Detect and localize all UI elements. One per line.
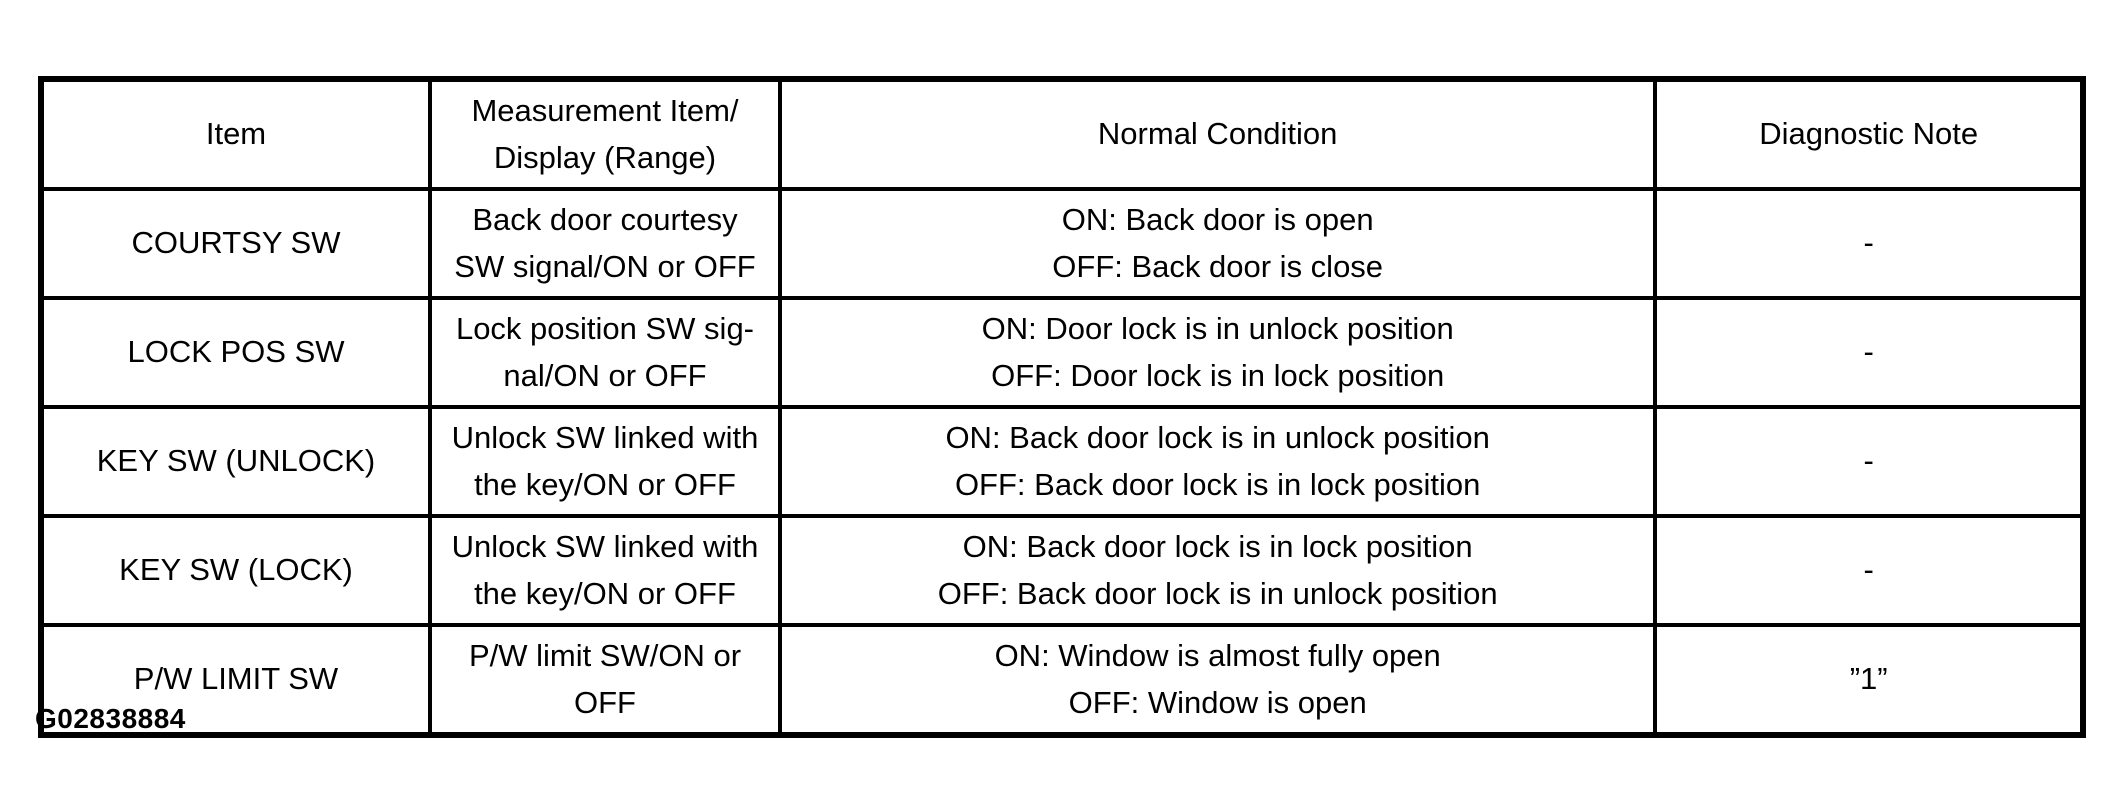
cell-item: LOCK POS SW <box>39 296 432 409</box>
cell-normal-condition: ON: Door lock is in unlock position OFF:… <box>777 296 1658 409</box>
cell-item: KEY SW (UNLOCK) <box>39 405 432 518</box>
table-row-pw-limit-sw: P/W LIMIT SW P/W limit SW/ON or OFF ON: … <box>39 623 2085 737</box>
cell-item: P/W LIMIT SW <box>39 623 432 737</box>
table-row-lock-pos-sw: LOCK POS SW Lock position SW sig- nal/ON… <box>39 296 2085 409</box>
figure-id-label: G02838884 <box>35 703 186 734</box>
cell-item: COURTSY SW <box>39 187 432 300</box>
column-header-diagnostic-note: Diagnostic Note <box>1653 77 2085 191</box>
cell-measurement: Back door courtesy SW signal/ON or OFF <box>428 187 782 300</box>
column-header-measurement: Measurement Item/ Display (Range) <box>428 77 782 191</box>
cell-diagnostic-note: - <box>1653 296 2085 409</box>
cell-normal-condition: ON: Back door lock is in unlock position… <box>777 405 1658 518</box>
cell-item: KEY SW (LOCK) <box>39 514 432 627</box>
cell-diagnostic-note: - <box>1653 405 2085 518</box>
table-row-key-sw-lock: KEY SW (LOCK) Unlock SW linked with the … <box>39 514 2085 627</box>
diagnostic-table: Item Measurement Item/ Display (Range) N… <box>38 76 2086 738</box>
cell-normal-condition: ON: Back door is open OFF: Back door is … <box>777 187 1658 300</box>
cell-diagnostic-note: ”1” <box>1653 623 2085 737</box>
cell-diagnostic-note: - <box>1653 514 2085 627</box>
cell-measurement: P/W limit SW/ON or OFF <box>428 623 782 737</box>
table-header-row: Item Measurement Item/ Display (Range) N… <box>39 77 2085 191</box>
cell-diagnostic-note: - <box>1653 187 2085 300</box>
table-row-key-sw-unlock: KEY SW (UNLOCK) Unlock SW linked with th… <box>39 405 2085 518</box>
cell-normal-condition: ON: Window is almost fully open OFF: Win… <box>777 623 1658 737</box>
cell-measurement: Unlock SW linked with the key/ON or OFF <box>428 405 782 518</box>
table-row-courtsy-sw: COURTSY SW Back door courtesy SW signal/… <box>39 187 2085 300</box>
cell-measurement: Lock position SW sig- nal/ON or OFF <box>428 296 782 409</box>
column-header-normal-condition: Normal Condition <box>777 77 1658 191</box>
cell-normal-condition: ON: Back door lock is in lock position O… <box>777 514 1658 627</box>
column-header-item: Item <box>39 77 432 191</box>
cell-measurement: Unlock SW linked with the key/ON or OFF <box>428 514 782 627</box>
